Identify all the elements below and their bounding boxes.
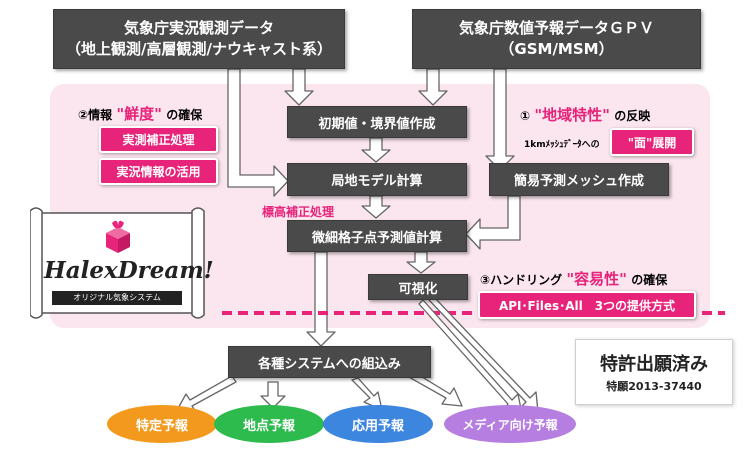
surface-suffix: 展開 xyxy=(652,135,677,150)
output-applied-forecast: 応用予報 xyxy=(323,405,433,443)
handling-prefix: ③ハンドリング xyxy=(480,273,563,287)
handling-heading: ③ハンドリング "容易性" の確保 xyxy=(480,268,667,289)
visualize-box: 可視化 xyxy=(368,274,468,300)
arrow-local-fine xyxy=(361,195,391,219)
arrow-mesh-fine xyxy=(465,195,521,250)
jma-gpv-subtitle: （GSM/MSM） xyxy=(499,40,614,58)
arrow-int-applied xyxy=(351,377,383,411)
arrow-int-point xyxy=(260,381,286,409)
jma-observation-title: 気象庁実況観測データ xyxy=(123,19,274,37)
jma-observation-source-box: 気象庁実況観測データ （地上観測/高層観測/ナウキャスト系） xyxy=(53,9,345,69)
scroll-frame xyxy=(30,207,205,319)
jma-gpv-title: 気象庁数値予報データＧＰＶ xyxy=(458,19,654,37)
arrow-initial-local xyxy=(361,137,391,163)
halexdream-logo: HalexDream! オリジナル気象システム xyxy=(30,205,214,323)
simple-mesh-box: 簡易予測メッシュ作成 xyxy=(489,163,669,196)
initial-boundary-box: 初期値・境界値作成 xyxy=(287,106,467,138)
output-specific-forecast: 特定予報 xyxy=(107,405,217,443)
handling-keyword: "容易性" xyxy=(566,270,627,288)
freshness-suffix: の確保 xyxy=(166,108,203,122)
jma-gpv-source-box: 気象庁数値予報データＧＰＶ （GSM/MSM） xyxy=(412,9,701,69)
realtime-info-button: 実況情報の活用 xyxy=(99,158,218,185)
arrow-obs-local xyxy=(227,68,289,197)
patent-number: 特願2013-37440 xyxy=(606,380,702,393)
fine-grid-box: 微細格子点予測値計算 xyxy=(287,220,467,252)
handling-suffix: の確保 xyxy=(631,273,668,287)
freshness-prefix: ②情報 xyxy=(78,108,113,122)
output-media-forecast: メディア向け予報 xyxy=(444,405,576,443)
api-provision-box: API･Files･All 3つの提供方式 xyxy=(478,291,696,319)
jma-observation-subtitle: （地上観測/高層観測/ナウキャスト系） xyxy=(66,40,332,58)
arrow-fine-integration xyxy=(306,251,336,347)
surface-keyword: "面" xyxy=(627,135,653,150)
regional-prefix: ① xyxy=(520,109,531,123)
elevation-correction-label: 標高補正処理 xyxy=(262,205,335,219)
patent-title: 特許出願済み xyxy=(600,354,708,375)
output-point-forecast: 地点予報 xyxy=(214,405,324,443)
integration-box: 各種システムへの組込み xyxy=(228,346,431,378)
arrow-fine-visualize xyxy=(406,251,436,274)
arrow-obs-initial xyxy=(284,68,314,106)
patent-box: 特許出願済み 特願2013-37440 xyxy=(575,339,733,405)
regional-keyword: "地域特性" xyxy=(534,106,610,124)
measured-correction-button: 実測補正処理 xyxy=(99,126,218,153)
local-model-box: 局地モデル計算 xyxy=(287,163,467,196)
regional-heading: ① "地域特性" の反映 xyxy=(520,104,650,125)
freshness-keyword: "鮮度" xyxy=(116,105,162,123)
logo-subtitle: オリジナル気象システム xyxy=(52,291,182,305)
logo-name: HalexDream! xyxy=(44,257,214,284)
surface-expansion-button: "面" 展開 xyxy=(610,128,694,156)
mesh-note: 1kmﾒｯｼｭﾃﾞｰﾀへの xyxy=(524,140,600,150)
arrow-gpv-initial xyxy=(418,68,448,106)
gift-box-icon xyxy=(106,220,130,253)
regional-suffix: の反映 xyxy=(614,109,651,123)
freshness-heading: ②情報 "鮮度" の確保 xyxy=(78,103,202,124)
arrow-gpv-mesh xyxy=(485,68,515,171)
